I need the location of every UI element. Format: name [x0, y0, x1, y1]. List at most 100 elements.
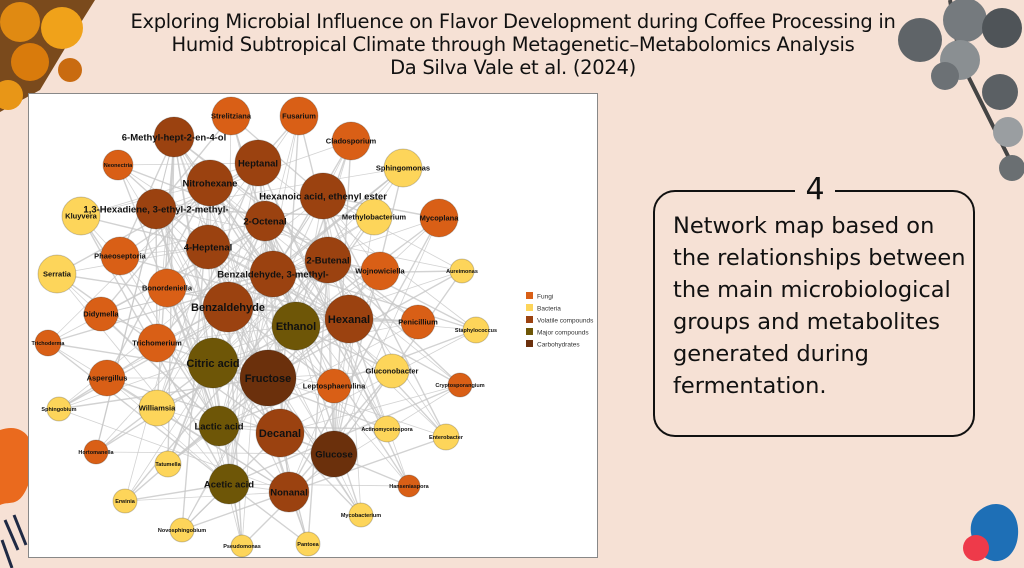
network-node: Nitrohexane — [183, 159, 237, 207]
node-label: Methylobacterium — [342, 213, 407, 222]
node-label: Benzaldehyde — [191, 302, 265, 314]
node-circle-fungi — [447, 372, 473, 398]
network-edge — [212, 362, 335, 455]
coffee-cherries-top-left — [0, 0, 95, 112]
network-edge — [348, 318, 362, 516]
network-node: Serratia — [37, 254, 77, 294]
node-circle-bacteria — [154, 450, 182, 478]
note-text: Network map based on the relationships b… — [673, 213, 966, 399]
node-circle-major — [208, 463, 250, 505]
node-circle-volatile — [244, 200, 286, 242]
node-label: Didymella — [83, 310, 119, 319]
network-node: 2-Octenal — [243, 200, 287, 242]
network-edge — [322, 195, 393, 372]
network-node: Didymella — [83, 296, 120, 332]
network-node: Mycoplana — [419, 198, 460, 238]
network-node: Sphingomonas — [376, 148, 430, 188]
network-node: Decanal — [255, 408, 305, 458]
slide-title: Exploring Microbial Influence on Flavor … — [60, 10, 966, 79]
node-label: Acetic acid — [204, 479, 254, 490]
network-edge — [209, 182, 269, 379]
node-label: Hexanal — [328, 314, 370, 326]
node-label: Wojnowiciella — [355, 267, 405, 276]
network-edge — [218, 273, 274, 427]
network-edge — [288, 436, 447, 493]
node-circle-carbohydrates — [310, 430, 358, 478]
node-circle-volatile — [185, 224, 231, 270]
node-label: Pantoea — [297, 542, 319, 548]
network-node: Hexanoic acid, ethenyl ester — [259, 172, 387, 220]
network-edge — [327, 259, 335, 455]
network-node: Novosphingobium — [158, 517, 206, 543]
network-graph: Strelitziana FusariumCladosporiumNeonectr… — [31, 96, 594, 558]
network-edge — [209, 182, 214, 364]
node-circle-bacteria — [37, 254, 77, 294]
network-node: Aureimonas — [446, 258, 478, 284]
node-label: Leptosphaerulina — [303, 382, 366, 391]
node-circle-carbohydrates — [239, 349, 297, 407]
network-edge — [173, 136, 329, 261]
network-node: Aspergillus — [87, 359, 127, 397]
node-label: Gluconobacter — [366, 367, 419, 376]
node-circle-bacteria — [374, 353, 410, 389]
legend-swatch-major — [526, 328, 533, 335]
node-label: Phaeoseptoria — [94, 252, 147, 261]
node-circle-bacteria — [348, 502, 374, 528]
node-label: 2-Butenal — [306, 255, 349, 266]
network-node: Staphylococcus — [455, 316, 497, 344]
node-circle-bacteria — [383, 148, 423, 188]
network-node: Hanseniaspora — [389, 474, 430, 498]
network-node: Nonanal — [268, 471, 310, 513]
node-circle-fungi — [34, 329, 62, 357]
network-edge — [227, 306, 362, 516]
network-node: Acetic acid — [204, 463, 254, 505]
node-label: Serratia — [43, 270, 72, 279]
node-circle-volatile — [324, 294, 374, 344]
node-label: Williamsia — [139, 404, 176, 413]
network-node: Gluconobacter — [366, 353, 419, 389]
node-label: Tatumella — [155, 462, 181, 468]
network-node: Pseudomonas — [223, 534, 261, 558]
node-label: Mycoplana — [420, 214, 460, 223]
network-node: Lactic acid — [194, 405, 244, 447]
node-circle-fungi — [397, 474, 421, 498]
node-circle-bacteria — [295, 531, 321, 557]
node-label: Strelitziana — [211, 112, 252, 121]
node-circle-bacteria — [449, 258, 475, 284]
node-circle-fungi — [83, 439, 109, 465]
network-edge — [119, 162, 259, 257]
network-edge — [322, 195, 447, 438]
node-label: Trichoderma — [31, 341, 65, 347]
node-label: Cladosporium — [326, 137, 377, 146]
network-node: Actinomycetospora — [361, 415, 414, 443]
network-edge — [279, 384, 461, 434]
network-edge — [106, 377, 281, 434]
node-label: Pseudomonas — [223, 544, 261, 550]
network-node: Erwinia — [112, 488, 138, 514]
node-circle-major — [187, 337, 239, 389]
node-label: Erwinia — [115, 499, 136, 505]
legend-label: Carbohydrates — [537, 342, 580, 349]
node-circle-fungi — [331, 121, 371, 161]
network-edge — [181, 377, 269, 531]
node-label: Fructose — [245, 373, 291, 385]
node-circle-bacteria — [46, 396, 72, 422]
network-edge — [227, 216, 375, 308]
network-node: Glucose — [310, 430, 358, 478]
network-node: Fusarium — [279, 96, 319, 136]
network-node: 2-Butenal — [304, 236, 352, 284]
network-node: Cryptosporangium — [435, 372, 485, 398]
node-circle-fungi — [211, 96, 251, 136]
network-edge — [272, 217, 440, 275]
legend-swatch-fungi — [526, 292, 533, 299]
network-edge — [227, 306, 230, 485]
legend-label: Volatile compounds — [537, 318, 594, 325]
network-node: Trichoderma — [31, 329, 65, 357]
node-label: Hortomanella — [78, 450, 114, 456]
network-node: 1,3-Hexadiene, 3-ethyl-2-methyl- — [83, 188, 229, 230]
node-label: Fusarium — [282, 112, 316, 121]
node-label: Novosphingobium — [158, 528, 206, 534]
node-label: Hexanoic acid, ethenyl ester — [259, 191, 387, 202]
network-edge — [257, 162, 297, 327]
node-label: Neonectria — [104, 163, 133, 169]
